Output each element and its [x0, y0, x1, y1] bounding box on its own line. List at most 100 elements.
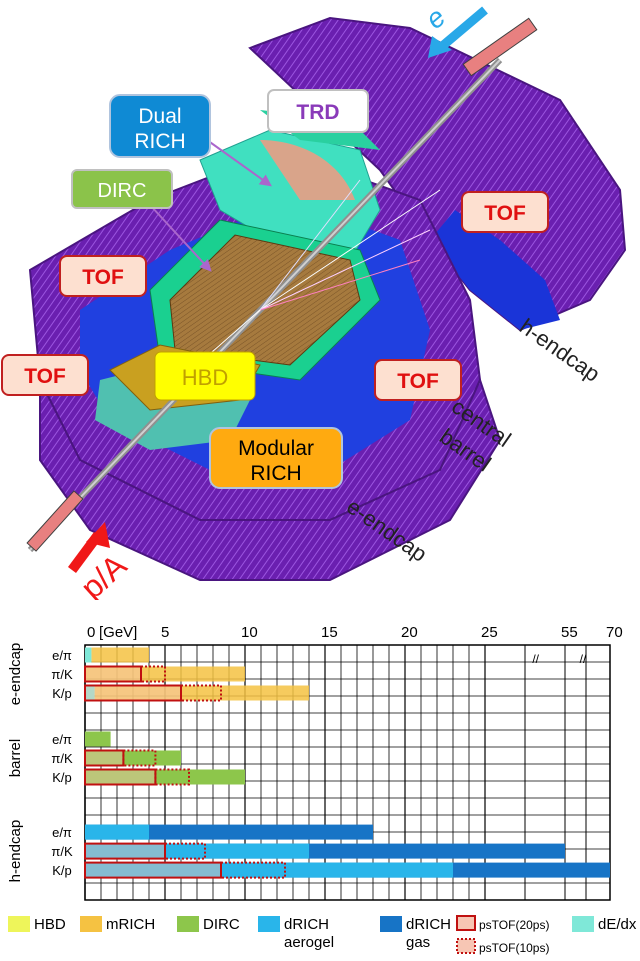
detector-illustration: e p/A Dual RICH TRD DIRC HBD Modular RIC…: [1, 1, 627, 600]
legend-label: aerogel: [284, 934, 334, 951]
axis-tick-label: 15: [321, 624, 338, 641]
range-bar: [85, 750, 181, 766]
modular-rich-label: Modular RICH: [209, 427, 343, 489]
range-bar: [91, 647, 149, 663]
range-bar: [85, 647, 92, 663]
legend-label: HBD: [34, 916, 66, 933]
chart-tick-labels: 0 5 10 15 20 25 55 70 [GeV] // //: [87, 624, 623, 666]
axis-tick-label: 10: [241, 624, 258, 641]
particle-tracks: [179, 179, 441, 381]
dirc-label: DIRC: [71, 169, 173, 209]
axis-unit-label: [GeV]: [99, 624, 137, 641]
pstof-range: [84, 861, 222, 879]
particle-pair-label: e/π: [52, 732, 72, 747]
hadron-beam-arrowhead: [86, 522, 110, 548]
modular-rich-label-line2: RICH: [250, 462, 301, 485]
legend-swatch: [8, 916, 30, 932]
svg-text:TRD: TRD: [296, 101, 339, 124]
particle-pair-label: e/π: [52, 648, 72, 663]
pstof-range: [220, 861, 286, 879]
legend-label: mRICH: [106, 916, 155, 933]
axis-tick-label: 25: [481, 624, 498, 641]
pstof-range: [180, 684, 222, 702]
particle-pair-label: K/p: [52, 686, 72, 701]
pstof-range: [84, 665, 142, 683]
legend-label: dRICH: [284, 916, 329, 933]
tof-label-far-left: TOF: [1, 354, 89, 396]
pstof-range: [164, 842, 206, 860]
dual-rich-label-line1: Dual: [138, 105, 181, 128]
dual-rich-volume: [199, 129, 381, 261]
range-bar: [85, 685, 95, 701]
axis-tick-label: 20: [401, 624, 418, 641]
chart-outlines: [84, 665, 286, 879]
tof-label-left: TOF: [59, 255, 147, 297]
range-bar: [85, 862, 453, 878]
particle-pair-label: π/K: [51, 844, 73, 859]
tof-label-right: TOF: [374, 359, 462, 401]
pstof-range: [84, 768, 157, 786]
pstof-range: [84, 749, 125, 767]
pstof-range: [122, 749, 157, 767]
legend-label: gas: [406, 934, 430, 951]
svg-text:TOF: TOF: [24, 365, 66, 388]
trd-label: TRD: [267, 89, 369, 133]
pstof-range: [140, 665, 166, 683]
range-bar: [94, 685, 309, 701]
particle-pair-label: K/p: [52, 770, 72, 785]
svg-text:TOF: TOF: [397, 370, 439, 393]
range-bar: [85, 769, 245, 785]
particle-pair-label: K/p: [52, 863, 72, 878]
particle-pair-label: e/π: [52, 825, 72, 840]
pstof-range: [154, 768, 190, 786]
range-bar: [85, 843, 309, 859]
svg-text:DIRC: DIRC: [98, 180, 147, 202]
chart-row-labels: e/π π/K K/p e-endcap e/π π/K K/p barrel e/π π/K K/…: [7, 643, 73, 883]
dual-rich-mirror: [260, 140, 355, 200]
pid-coverage-chart: 0 5 10 15 20 25 55 70 [GeV] // // e/π π/K K/p e-endca…: [7, 624, 637, 955]
axis-break-mark: //: [532, 652, 539, 666]
axis-tick-label: 55: [561, 624, 578, 641]
particle-pair-label: π/K: [51, 667, 73, 682]
legend-label: psTOF(10ps): [479, 941, 549, 955]
dual-rich-label-line2: RICH: [134, 130, 185, 153]
hadron-beam-magnet: [26, 490, 84, 552]
legend-swatch: [456, 938, 476, 954]
region-label: e-endcap: [7, 643, 24, 706]
hbd-label: HBD: [154, 351, 256, 401]
modular-rich-label-line1: Modular: [238, 437, 314, 460]
legend-label: psTOF(20ps): [479, 918, 549, 932]
axis-tick-label: 70: [606, 624, 623, 641]
legend-swatch: [258, 916, 280, 932]
pstof-range: [84, 842, 166, 860]
range-bar: [85, 824, 373, 840]
dirc-pointer: [149, 204, 212, 272]
legend-label: DIRC: [203, 916, 240, 933]
dual-rich-pointer: [199, 134, 272, 187]
e-endcap-shell: [39, 377, 502, 581]
particle-pair-label: π/K: [51, 751, 73, 766]
electron-beam-arrowhead: [428, 36, 452, 58]
legend-swatch: [380, 916, 402, 932]
electron-beam-arrow: [437, 6, 488, 52]
legend-swatch: [177, 916, 199, 932]
pstof-range: [84, 684, 182, 702]
electron-beam-magnet: [462, 17, 538, 77]
range-bar: [85, 731, 111, 747]
h-endcap-blue-ring: [430, 210, 560, 330]
beam-pipe-core: [29, 59, 501, 551]
legend-label: dRICH: [406, 916, 451, 933]
legend-swatch: [456, 915, 476, 931]
region-label: h-endcap: [7, 820, 24, 883]
axis-tick-label: 0: [87, 624, 95, 641]
h-endcap-label: h-endcap: [515, 314, 604, 387]
range-bar: [85, 824, 149, 840]
axis-tick-label: 5: [161, 624, 169, 641]
tof-label-top-right: TOF: [461, 191, 549, 233]
axis-break-mark: //: [580, 652, 587, 666]
range-bar: [85, 666, 245, 682]
legend-swatch: [80, 916, 102, 932]
electron-beam-label: e: [419, 1, 451, 35]
region-label: barrel: [7, 739, 24, 777]
